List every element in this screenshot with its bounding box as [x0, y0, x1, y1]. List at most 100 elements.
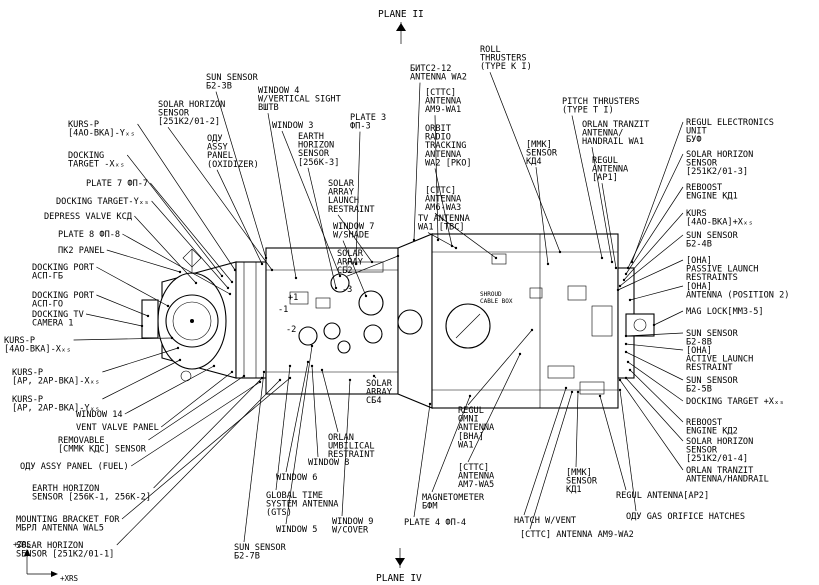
leader-dot [624, 376, 628, 380]
callout-depress-valve: DEPRESS VALVE КСД [44, 212, 133, 222]
callout-removable: REMOVABLE[CMMK КДC] SENSOR [58, 436, 147, 455]
leader-line [102, 347, 179, 373]
leader-dot [618, 284, 622, 288]
leader-dot [364, 294, 368, 298]
leader-dot [616, 288, 620, 292]
leader-dot [624, 350, 628, 354]
leader-dot [618, 378, 622, 382]
callout-kurs: KURS[4AO-BKA]+Xₓₛ [686, 209, 753, 228]
leader-line [617, 259, 684, 291]
leader-line [153, 377, 263, 489]
leader-line [150, 182, 233, 283]
leader-line [321, 369, 339, 433]
leader-dot [628, 368, 632, 372]
leader-line [413, 82, 421, 241]
leader-line [619, 379, 684, 471]
leader-dot [146, 314, 150, 318]
leader-line [106, 249, 181, 273]
leader-line [523, 387, 567, 516]
leader-dot [412, 238, 416, 242]
leader-line [629, 285, 684, 301]
leader-dot [233, 268, 237, 272]
callout-docking-target-y: DOCKING TARGET-Yₓₛ [56, 197, 149, 207]
leader-line [275, 365, 291, 491]
leader-dot [166, 304, 170, 308]
leader-line [346, 255, 399, 277]
plane-bottom-label: PLANE IV [376, 573, 422, 584]
leader-dot [260, 262, 264, 266]
leader-dot [354, 262, 358, 266]
callout-docking-target-x: DOCKING TARGET +Xₓₛ [686, 397, 784, 407]
module-body: +1 -2 -3 -1 SHROUD CABLE BOX [141, 233, 655, 409]
leader-line [631, 121, 684, 263]
callout-window-14: WINDOW 14 [76, 410, 123, 420]
leader-dot [454, 246, 458, 250]
leader-dot [306, 360, 310, 364]
leader-dot [564, 386, 568, 390]
leader-line [116, 379, 281, 546]
leader-dot [338, 274, 342, 278]
leader-line [151, 200, 229, 289]
leader-line [434, 168, 453, 247]
callout-plate-8-8: PLATE 8 ФП-8 [58, 230, 120, 240]
plane-iv-marker: PLANE IV [376, 548, 422, 584]
leader-dot [546, 262, 550, 266]
leader-line [131, 381, 261, 467]
leader-dot [270, 268, 274, 272]
leader-line [102, 359, 181, 400]
leader-line [467, 353, 521, 463]
callout-window-8: WINDOW 8 [308, 458, 349, 468]
callout-plate-7-7: PLATE 7 ФП-7 [86, 179, 148, 189]
leader-dot [288, 364, 292, 368]
window-9-circle [397, 309, 423, 335]
leader-dot [178, 358, 182, 362]
leader-line [623, 212, 684, 281]
leader-line [134, 215, 197, 284]
leader-line [243, 371, 265, 543]
callout-kurs-p: KURS-P[AP, 2AP-BKA]-Xₓₛ [12, 368, 100, 387]
leader-line [216, 169, 263, 265]
leader-line [599, 395, 627, 491]
leader-dot [264, 256, 268, 260]
leader-line [122, 233, 231, 295]
window-7-circle [358, 290, 384, 316]
callout-window-5: WINDOW 5 [276, 525, 317, 535]
leader-dot [598, 394, 602, 398]
callout-assy-panel-fuel: ОДУ ASSY PANEL (FUEL) [20, 462, 129, 472]
leader-dot [226, 286, 230, 290]
leader-line [285, 345, 313, 525]
leader-line [341, 379, 351, 517]
leader-line [627, 153, 684, 269]
marker-minus2: -2 [286, 325, 296, 335]
leader-dot [372, 374, 376, 378]
leader-line [167, 126, 273, 271]
leader-dot [242, 374, 246, 378]
leader-line [629, 369, 684, 423]
leader-lines [73, 72, 684, 546]
leader-line [619, 234, 684, 287]
leader-line [96, 266, 169, 307]
leader-dot [212, 364, 216, 368]
plane-top-label: PLANE II [378, 9, 424, 20]
